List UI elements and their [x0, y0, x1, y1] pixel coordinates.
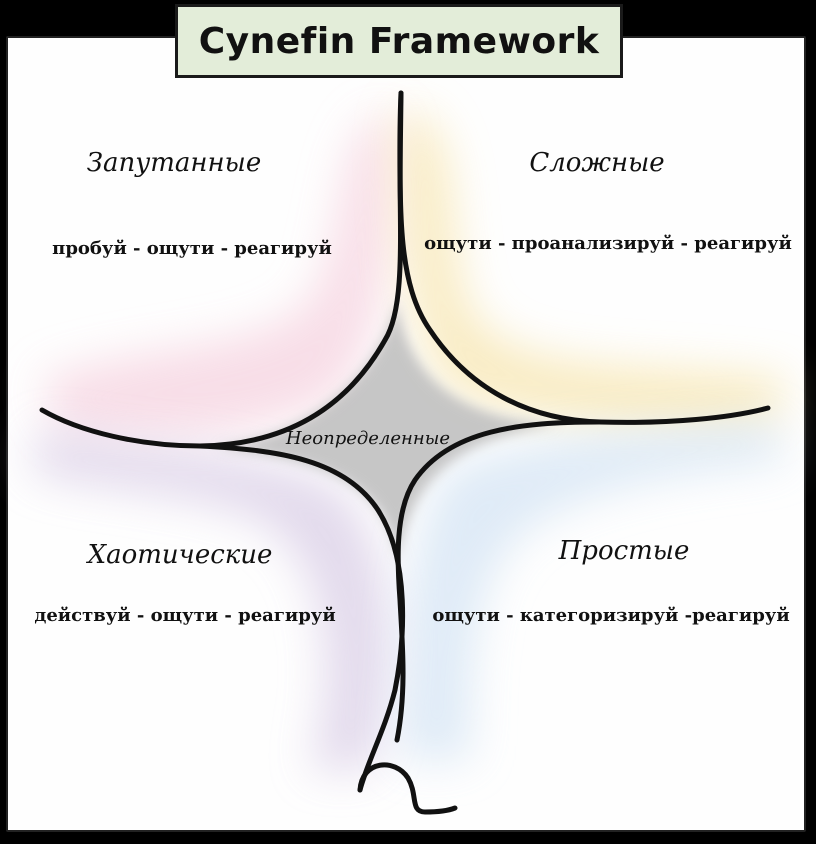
curve-top-right: [397, 90, 771, 425]
title-box: Cynefin Framework: [175, 4, 623, 78]
simple-domain-name: Простые: [558, 536, 690, 566]
disorder-domain-shade: [215, 300, 560, 560]
curve-cliff-hook: [357, 762, 458, 815]
complex-domain-name: Запутанные: [86, 148, 262, 178]
complicated-domain-shade: [400, 110, 790, 428]
simple-domain-action: ощути - категоризируй -реагируй: [432, 605, 790, 626]
complex-domain-action: пробуй - ощути - реагируй: [52, 238, 332, 259]
disorder-domain-name: Неопределенные: [285, 428, 451, 449]
complex-domain-shade: [40, 114, 395, 436]
simple-domain-shade: [400, 420, 790, 760]
chaotic-domain-action: действуй - ощути - реагируй: [34, 605, 336, 626]
complicated-domain-action: ощути - проанализируй - реагируй: [424, 233, 792, 254]
chaotic-domain-name: Хаотические: [87, 540, 273, 570]
curve-lines: [39, 90, 771, 815]
page-title: Cynefin Framework: [198, 20, 600, 62]
curve-bottom-right: [394, 419, 601, 743]
chaotic-domain-shade: [30, 430, 390, 770]
complicated-domain-name: Сложные: [529, 148, 665, 178]
